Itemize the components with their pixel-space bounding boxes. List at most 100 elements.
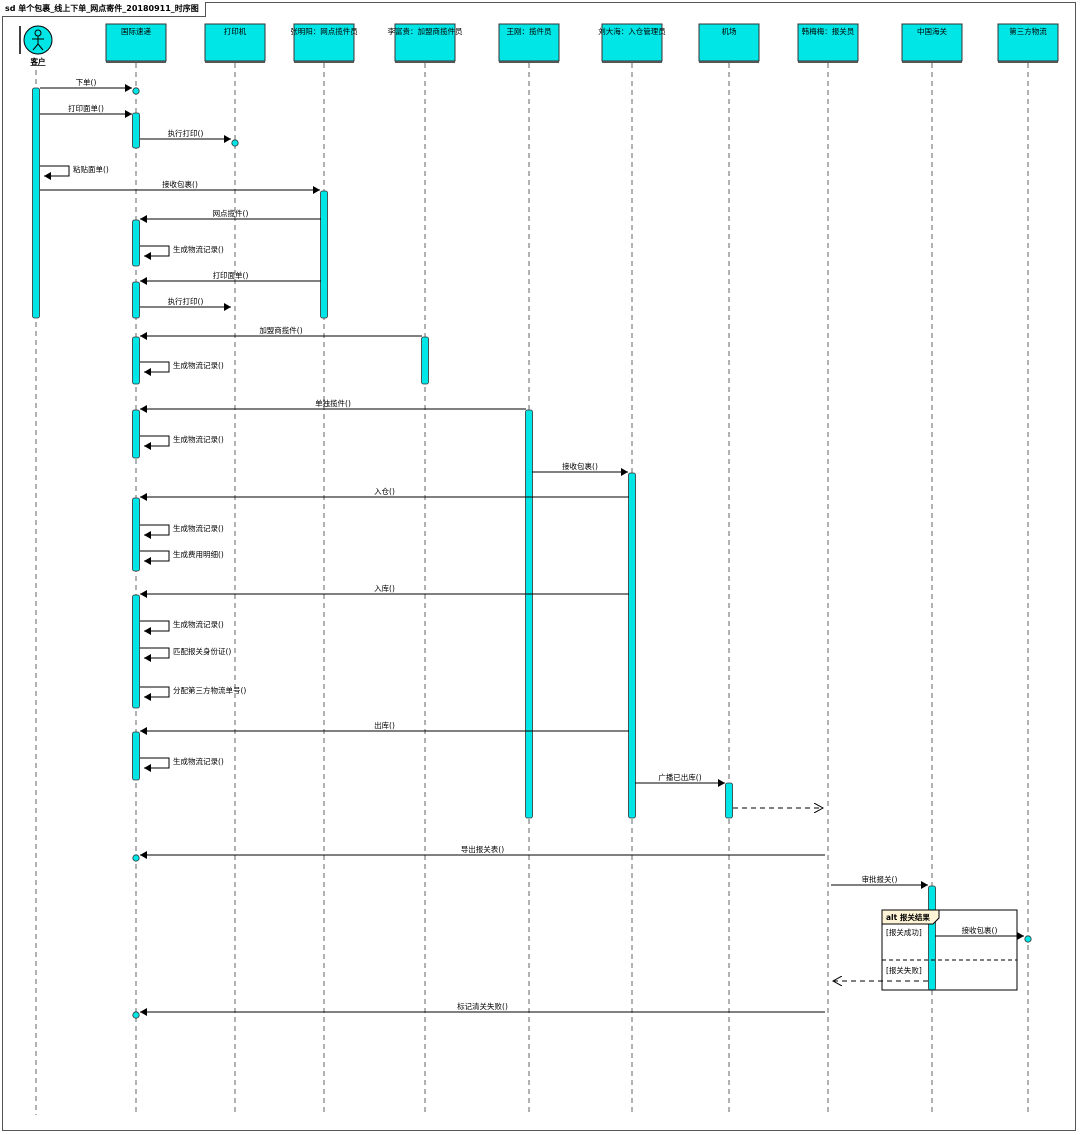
- message-label: 打印面单(): [213, 270, 249, 280]
- message-label: 生成物流记录(): [173, 244, 224, 254]
- activation-bar: [320, 190, 328, 319]
- message-9: 执行打印(): [140, 296, 231, 311]
- message-label: 生成物流记录(): [173, 619, 224, 629]
- message-3: 执行打印(): [140, 128, 231, 143]
- message-endpoint: [132, 87, 140, 95]
- message-label: 单独揽件(): [315, 398, 351, 408]
- fragment-operator-tab: [881, 909, 940, 925]
- message-label: 下单(): [76, 77, 97, 87]
- lifeline-header-warehouse: 刘大海：入仓管理员: [598, 23, 666, 63]
- lifeline-label-cargo: 王刚：揽件员: [507, 26, 552, 36]
- message-label: 加盟商揽件(): [259, 325, 302, 335]
- activation-bar: [32, 87, 40, 319]
- message-label: 出库(): [374, 720, 395, 730]
- lifeline-label-thirdparty: 第三方物流: [1009, 26, 1047, 36]
- message-12: 单独揽件(): [140, 398, 526, 413]
- activation-bar: [725, 782, 733, 819]
- message-27: 接收包裹(): [935, 925, 1024, 940]
- activation-bar: [132, 112, 140, 149]
- message-endpoint: [132, 1011, 140, 1019]
- self-message-arrow: [140, 435, 170, 450]
- lifeline-header-broker: 韩梅梅：报关员: [797, 23, 859, 63]
- message-label: 标记清关失败(): [457, 1001, 508, 1011]
- activation-bar: [132, 594, 140, 709]
- lifeline-label-courier: 张明阳：网点揽件员: [290, 26, 358, 36]
- activation-bar: [132, 497, 140, 572]
- message-label: 网点揽件(): [213, 208, 249, 218]
- message-label: 生成物流记录(): [173, 756, 224, 766]
- message-label: 广播已出库(): [658, 772, 701, 782]
- message-label: 生成物流记录(): [173, 523, 224, 533]
- fragment-operator: alt 报关结果: [886, 912, 930, 922]
- message-label: 生成物流记录(): [173, 434, 224, 444]
- message-label: 生成物流记录(): [173, 360, 224, 370]
- activation-bar: [132, 281, 140, 319]
- message-24: 广播已出库(): [635, 772, 725, 787]
- guard-success: [报关成功]: [886, 927, 922, 937]
- message-5: 接收包裹(): [40, 179, 320, 194]
- activation-bar: [928, 885, 936, 991]
- message-label: 接收包裹(): [962, 925, 998, 935]
- activation-bar: [628, 472, 636, 819]
- message-label: 入库(): [374, 583, 395, 593]
- message-4: 粘贴面单(): [40, 164, 109, 180]
- alt-fragment: alt 报关结果 [报关成功] [报关失败]: [881, 909, 1018, 991]
- message-endpoint: [132, 854, 140, 862]
- self-message-arrow: [140, 245, 170, 260]
- message-21: 分配第三方物流单号(): [140, 685, 246, 701]
- diagram-title: sd 单个包裹_线上下单_网点寄件_20180911_时序图: [2, 2, 206, 17]
- message-label: 审批报关(): [862, 874, 898, 884]
- message-label: 导出报关表(): [461, 844, 504, 854]
- lifeline-header-system: 国际速递: [105, 23, 167, 63]
- message-label: 入仓(): [374, 486, 395, 496]
- message-8: 打印面单(): [140, 270, 321, 285]
- lifeline-label-airport: 机场: [722, 26, 737, 36]
- lifeline-header-courier: 张明阳：网点揽件员: [290, 23, 358, 63]
- lifeline-label-broker: 韩梅梅：报关员: [802, 26, 855, 36]
- lifeline-header-printer: 打印机: [204, 23, 266, 63]
- message-10: 加盟商揽件(): [140, 325, 422, 340]
- self-message-arrow: [140, 686, 170, 701]
- activation-bar: [132, 731, 140, 781]
- self-message-arrow: [140, 757, 170, 772]
- message-label: 执行打印(): [168, 128, 204, 138]
- lifeline-label-system: 国际速递: [121, 26, 151, 36]
- message-label: 执行打印(): [168, 296, 204, 306]
- message-23: 生成物流记录(): [140, 756, 224, 772]
- lifeline-header-cargo: 王刚：揽件员: [498, 23, 560, 63]
- lifeline-header-franchise: 李富贵：加盟商揽件员: [388, 23, 463, 63]
- message-19: 生成物流记录(): [140, 619, 224, 635]
- message-label: 生成费用明细(): [173, 549, 224, 559]
- lifeline-label-warehouse: 刘大海：入仓管理员: [598, 26, 666, 36]
- lifeline-header-thirdparty: 第三方物流: [997, 23, 1059, 63]
- activation-bar: [132, 409, 140, 459]
- guard-failure: [报关失败]: [886, 965, 922, 975]
- actor-label: 客户: [30, 56, 46, 66]
- self-message-arrow: [140, 524, 170, 539]
- activation-bar: [132, 336, 140, 385]
- message-25: 导出报关表(): [140, 844, 825, 859]
- activation-bar: [525, 409, 533, 819]
- message-endpoint: [1024, 935, 1032, 943]
- message-17: 生成费用明细(): [140, 549, 224, 565]
- message-13: 生成物流记录(): [140, 434, 224, 450]
- lifeline-header-airport: 机场: [698, 23, 760, 63]
- message-18: 入库(): [140, 583, 629, 598]
- lifeline-label-customs: 中国海关: [917, 26, 947, 36]
- message-14: 接收包裹(): [532, 461, 628, 476]
- message-label: 分配第三方物流单号(): [173, 685, 246, 695]
- message-16: 生成物流记录(): [140, 523, 224, 539]
- message-2: 打印面单(): [40, 103, 132, 118]
- message-22: 出库(): [140, 720, 629, 735]
- message-26: 审批报关(): [831, 874, 928, 889]
- message-label: 粘贴面单(): [73, 164, 109, 174]
- lifeline-header-customs: 中国海关: [901, 23, 963, 63]
- message-label: 接收包裹(): [562, 461, 598, 471]
- activation-bar: [421, 336, 429, 385]
- message-label: 接收包裹(): [162, 179, 198, 189]
- self-message-arrow: [40, 165, 70, 180]
- activation-bar: [132, 219, 140, 267]
- message-15: 入仓(): [140, 486, 629, 501]
